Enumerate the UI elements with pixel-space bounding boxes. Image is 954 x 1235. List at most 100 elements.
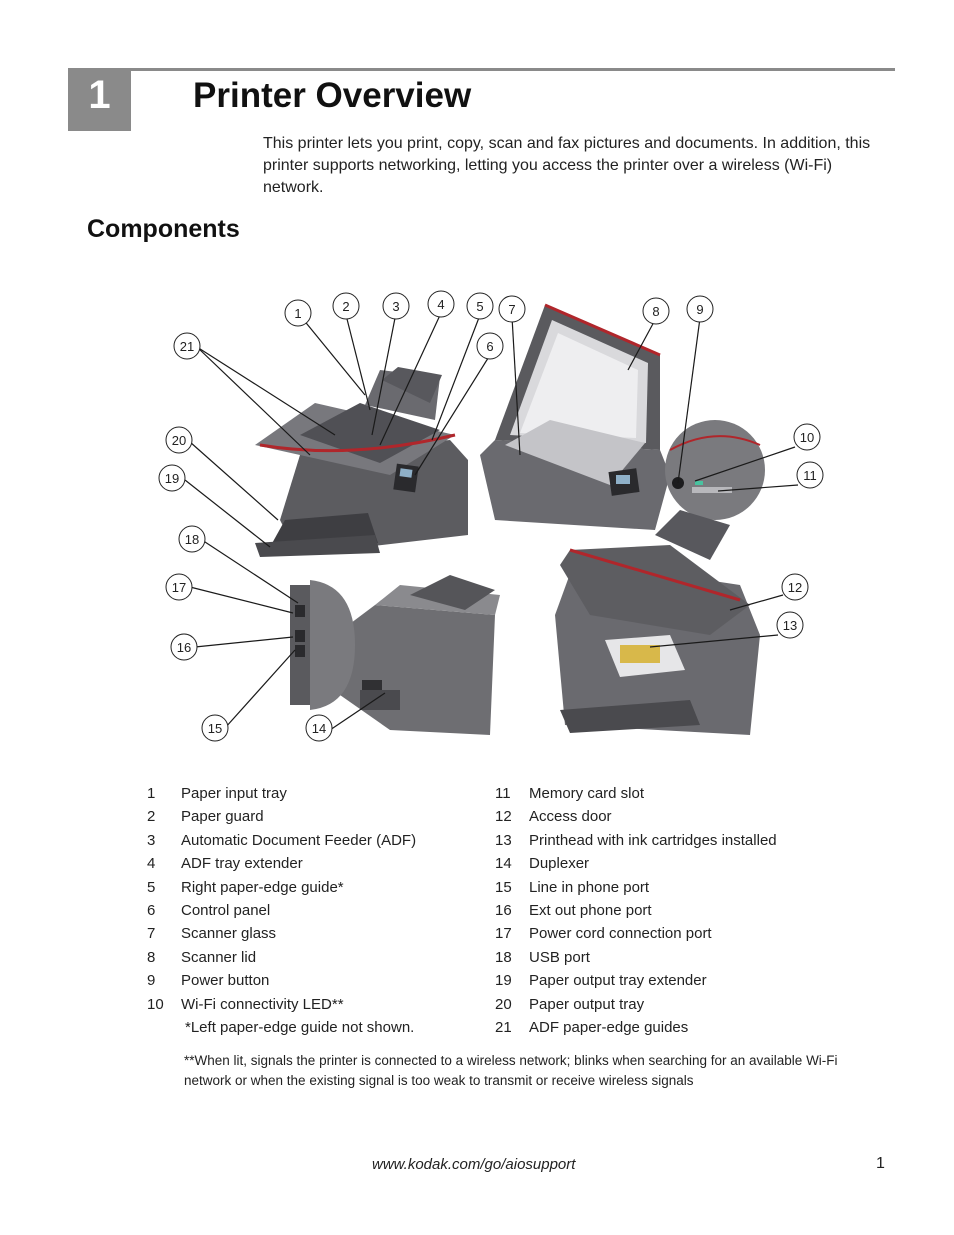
part-number: 16: [495, 901, 512, 919]
part-label: Duplexer: [529, 855, 590, 873]
part-list-item: 18 USB port: [495, 946, 895, 969]
section-title: Components: [87, 215, 240, 243]
printer-closed-illustration: [255, 367, 468, 557]
part-label: Line in phone port: [529, 878, 650, 896]
svg-text:1: 1: [294, 306, 301, 321]
part-label: Power cord connection port: [529, 925, 712, 943]
page-number: 1: [876, 1155, 885, 1172]
callout-21: 21: [173, 332, 201, 360]
svg-text:6: 6: [486, 339, 493, 354]
part-list-item: 8 Scanner lid: [147, 946, 477, 969]
svg-text:3: 3: [392, 299, 399, 314]
part-list-item: 14 Duplexer: [495, 852, 895, 875]
svg-text:2: 2: [342, 299, 349, 314]
svg-text:14: 14: [312, 721, 326, 736]
printer-scanner-open-illustration: [480, 303, 670, 530]
footnote-single-asterisk: *Left paper-edge guide not shown.: [185, 1019, 415, 1036]
printer-back-illustration: [335, 575, 500, 735]
footer-url: www.kodak.com/go/aiosupport: [372, 1156, 576, 1173]
part-number: 12: [495, 808, 512, 826]
part-list-item: 15 Line in phone port: [495, 876, 895, 899]
svg-text:7: 7: [508, 302, 515, 317]
callout-1: 1: [284, 299, 312, 327]
svg-text:18: 18: [185, 532, 199, 547]
part-number: 1: [147, 785, 156, 802]
part-list-item: 16 Ext out phone port: [495, 899, 895, 922]
part-label: Power button: [181, 972, 270, 990]
callout-10: 10: [793, 423, 821, 451]
callout-11: 11: [796, 461, 824, 489]
svg-text:16: 16: [177, 640, 191, 655]
svg-text:8: 8: [652, 304, 659, 319]
part-label: Printhead with ink cartridges installed: [529, 831, 777, 849]
ports-zoom-inset: [290, 580, 355, 710]
part-label: ADF tray extender: [181, 855, 303, 873]
callout-20: 20: [165, 426, 193, 454]
part-list-item: 5 Right paper-edge guide*: [147, 876, 477, 899]
part-label: Scanner lid: [181, 948, 257, 966]
part-number: 4: [147, 855, 156, 873]
svg-text:21: 21: [180, 339, 194, 354]
callouts: 1 2 3 4 5 6 7 8 9 10 11 12 13 14 15 16 1…: [158, 290, 824, 742]
part-number: 18: [495, 948, 512, 966]
part-label: Access door: [529, 808, 612, 826]
svg-text:17: 17: [172, 580, 186, 595]
part-list-item: 4 ADF tray extender: [147, 852, 477, 875]
chapter-title: Printer Overview: [193, 76, 472, 115]
callout-3: 3: [382, 292, 410, 320]
part-label: Paper output tray extender: [529, 972, 707, 990]
svg-text:20: 20: [172, 433, 186, 448]
part-list-item: 17 Power cord connection port: [495, 922, 895, 945]
callout-13: 13: [776, 611, 804, 639]
part-number: 14: [495, 855, 512, 873]
intro-paragraph: This printer lets you print, copy, scan …: [263, 135, 871, 196]
part-list-item: 12 Access door: [495, 805, 895, 828]
part-list-item: 6 Control panel: [147, 899, 477, 922]
chapter-number: 1: [68, 68, 131, 131]
printer-access-door-open-illustration: [555, 510, 760, 735]
part-number: 20: [495, 995, 512, 1013]
callout-16: 16: [170, 633, 198, 661]
svg-text:10: 10: [800, 430, 814, 445]
callout-18: 18: [178, 525, 206, 553]
part-number: 3: [147, 831, 156, 849]
part-label: USB port: [529, 948, 590, 966]
part-number: 9: [147, 972, 156, 990]
svg-text:13: 13: [783, 618, 797, 633]
part-number: 7: [147, 925, 156, 943]
part-label: Control panel: [181, 901, 271, 919]
callout-12: 12: [781, 573, 809, 601]
part-number: 21: [495, 1018, 512, 1036]
part-number: 2: [147, 808, 156, 826]
svg-text:9: 9: [696, 302, 703, 317]
part-label: Ext out phone port: [529, 901, 652, 919]
part-number: 15: [495, 878, 512, 896]
part-label: Right paper-edge guide*: [181, 878, 344, 896]
svg-text:19: 19: [165, 471, 179, 486]
part-label: Memory card slot: [529, 785, 645, 802]
chapter-rule: [130, 68, 895, 71]
callout-14: 14: [305, 714, 333, 742]
part-number: 8: [147, 948, 156, 966]
part-number: 5: [147, 878, 156, 896]
power-panel-zoom-inset: [665, 420, 765, 520]
part-number: 6: [147, 901, 156, 919]
svg-text:5: 5: [476, 299, 483, 314]
callout-15: 15: [201, 714, 229, 742]
part-number: 17: [495, 925, 512, 943]
part-label: Paper input tray: [181, 785, 287, 802]
svg-text:12: 12: [788, 580, 802, 595]
part-number: 11: [495, 785, 511, 802]
callout-7: 7: [498, 295, 526, 323]
callout-2: 2: [332, 292, 360, 320]
callout-5: 5: [466, 292, 494, 320]
callout-8: 8: [642, 297, 670, 325]
